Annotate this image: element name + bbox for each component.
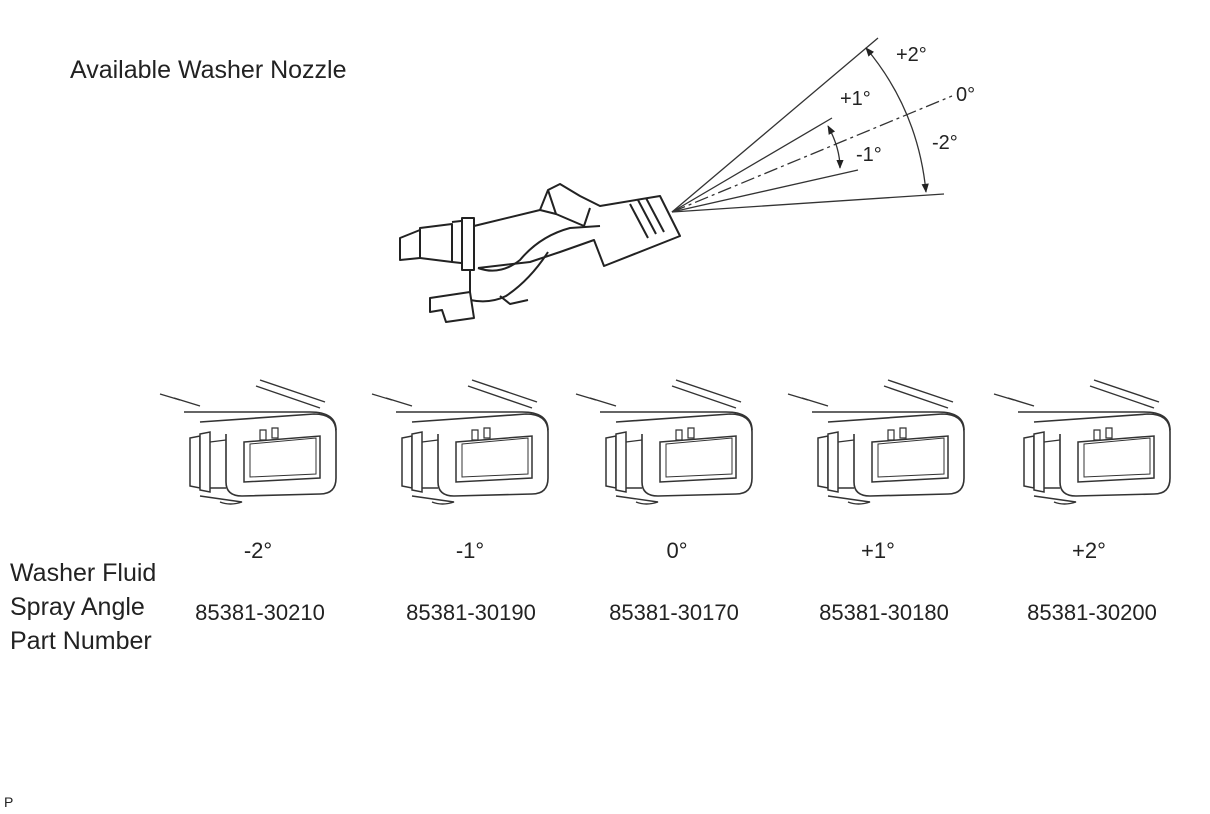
part-number: 85381-30210 — [195, 600, 325, 625]
nozzle-angle: -1° — [455, 538, 485, 563]
part-number: 85381-30200 — [1027, 600, 1157, 625]
nozzle-angle: 0° — [666, 538, 688, 563]
part-number: 85381-30190 — [406, 600, 536, 625]
row-label-line: Part Number — [10, 627, 152, 655]
angle-label-zero: 0° — [956, 84, 976, 106]
angle-label-minus-1: -1° — [856, 144, 882, 166]
angle-label-plus-2: +2° — [896, 44, 927, 66]
diagram-title: Available Washer Nozzle — [70, 56, 347, 84]
angle-label-minus-2: -2° — [932, 132, 958, 154]
row-label: Washer Fluid Spray Angle Part Number — [10, 556, 156, 658]
washer-nozzle-drawing — [399, 183, 681, 323]
nozzle-angle: +1° — [861, 538, 895, 563]
nozzle-angle: +2° — [1072, 538, 1106, 563]
row-label-line: Washer Fluid — [10, 559, 157, 587]
nozzle-insert — [993, 379, 1171, 505]
part-number: 85381-30180 — [819, 600, 949, 625]
nozzle-insert — [159, 379, 337, 505]
row-label-line: Spray Angle — [10, 593, 145, 621]
corner-mark: P — [4, 794, 14, 810]
nozzle-insert — [787, 379, 965, 505]
part-number: 85381-30170 — [609, 600, 739, 625]
nozzle-angle: -2° — [243, 538, 273, 563]
angle-label-plus-1: +1° — [840, 88, 871, 110]
nozzle-insert — [575, 379, 753, 505]
spray-angle-fan — [671, 37, 953, 213]
nozzle-insert — [371, 379, 549, 505]
